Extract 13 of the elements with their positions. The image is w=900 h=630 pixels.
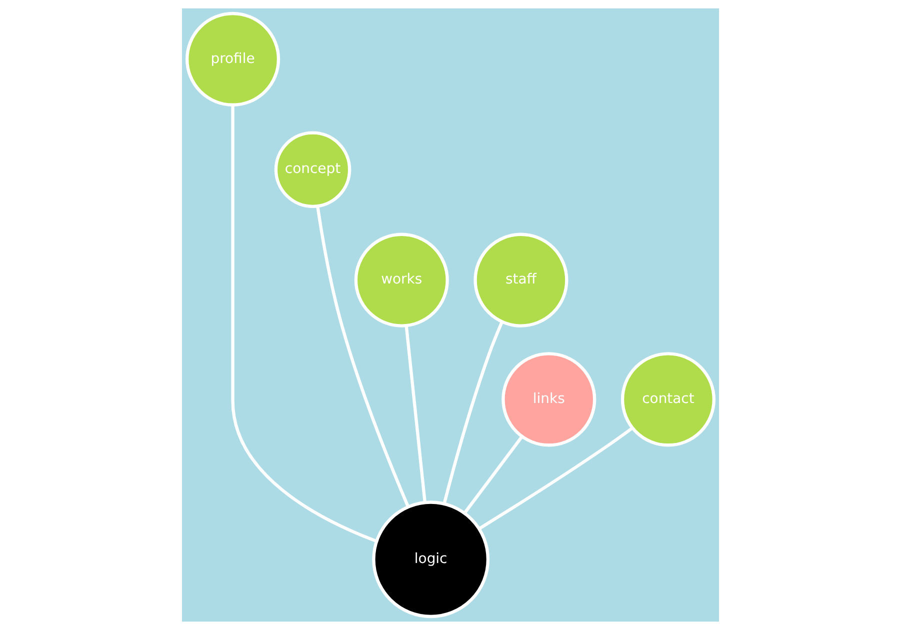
connector (462, 436, 523, 514)
node-circle: links (501, 352, 596, 447)
connector (230, 105, 376, 543)
node-circle: works (354, 232, 448, 328)
connector (316, 206, 410, 508)
node-circle: logic (372, 500, 490, 618)
node-circle: concept (274, 131, 351, 208)
connector (478, 427, 632, 530)
node-circle: contact (620, 352, 715, 447)
node-circle: staff (473, 232, 568, 328)
connector (404, 325, 426, 503)
connector (442, 321, 503, 504)
node-circle: profile (185, 12, 280, 106)
